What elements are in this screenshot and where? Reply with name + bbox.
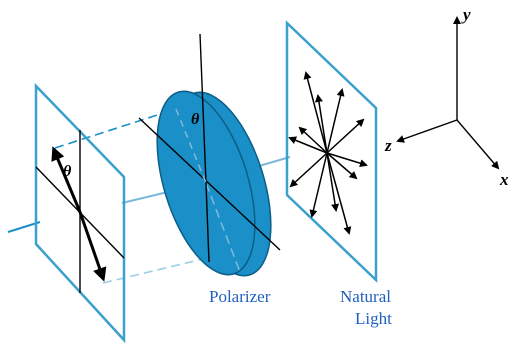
polarized-arrow-up bbox=[51, 146, 82, 213]
output-frame: θ bbox=[34, 82, 126, 344]
polarized-arrow-down bbox=[78, 211, 107, 282]
natural-light-label-line2: Light bbox=[355, 309, 392, 328]
z-axis-label: z bbox=[384, 136, 392, 155]
polarizer-label: Polarizer bbox=[209, 287, 271, 306]
theta-output-label: θ bbox=[63, 163, 72, 180]
x-axis bbox=[456, 119, 500, 170]
z-axis bbox=[396, 119, 458, 143]
y-axis-label: y bbox=[461, 5, 471, 24]
theta-polarizer-label: θ bbox=[191, 111, 200, 128]
natural-light-arrows bbox=[288, 71, 368, 235]
polarizer: θ bbox=[138, 33, 281, 277]
coordinate-axes bbox=[396, 16, 500, 170]
x-axis-label: x bbox=[499, 170, 509, 189]
natural-light-label-line1: Natural bbox=[340, 287, 391, 306]
input-frame bbox=[285, 20, 378, 283]
